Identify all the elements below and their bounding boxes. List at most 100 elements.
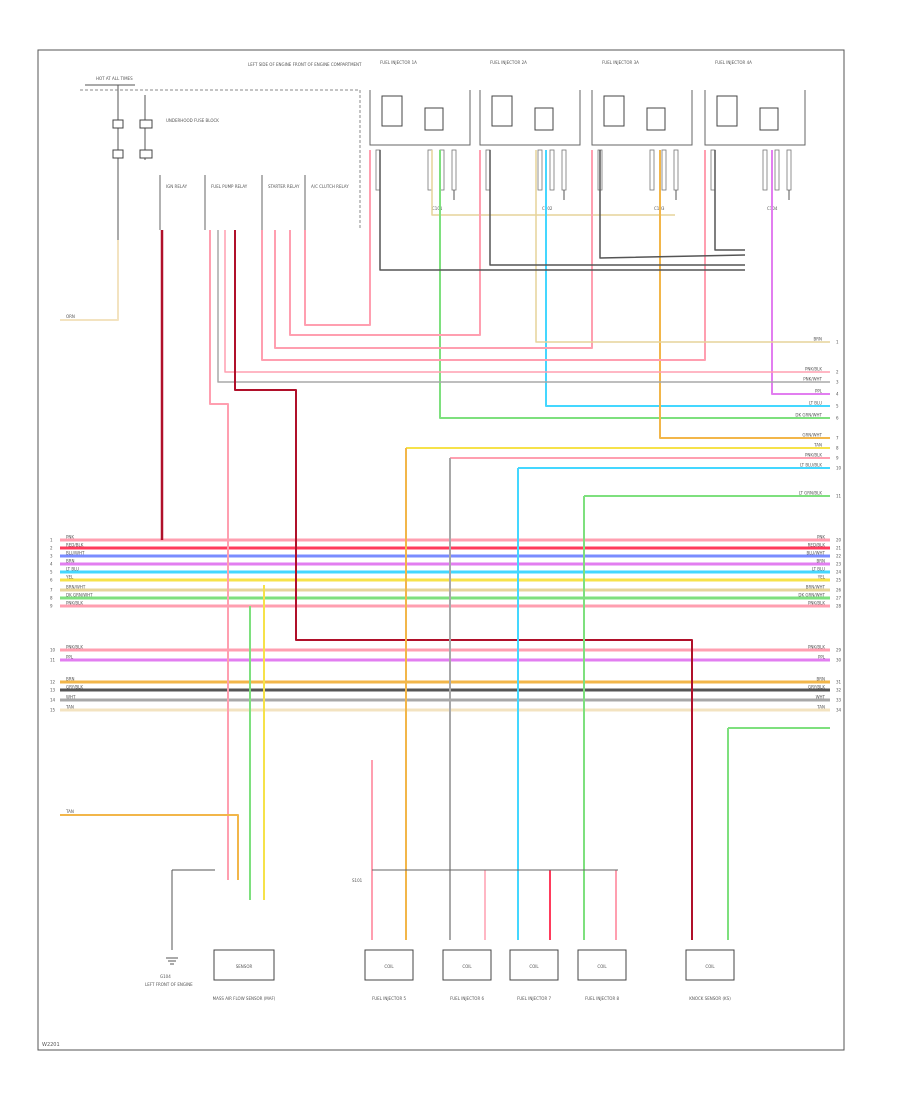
right-label-10: LT GRN/BLK — [799, 491, 823, 496]
bottom-module-label-3: COIL — [529, 964, 539, 969]
bus-label-right-3: BRN — [816, 559, 825, 564]
wire-mod3-orange — [659, 150, 830, 439]
bottom-module-1 — [364, 949, 414, 981]
bus-label-right-12: GRY/BLK — [808, 685, 825, 690]
right-label-3: PPL — [815, 389, 823, 394]
fuse-element-2 — [112, 119, 124, 129]
bus-label-left-7: DK GRN/WHT — [66, 593, 93, 598]
bus-label-right-10: PPL — [818, 655, 826, 660]
bus-pin-left-9: 10 — [50, 648, 56, 653]
bus-label-left-11: BRN — [66, 677, 75, 682]
bus-pin-left-12: 13 — [50, 688, 56, 693]
bus-label-left-3: BRN — [66, 559, 75, 564]
wire-harness-3 — [599, 150, 746, 259]
bus-label-right-1: RED/BLK — [808, 543, 826, 548]
bus-pin-left-7: 8 — [50, 596, 53, 601]
bus-label-left-0: PNK — [66, 535, 74, 540]
right-label-7: TAN — [813, 443, 822, 448]
bus-pin-right-6: 26 — [836, 588, 842, 593]
right-pin-10: 11 — [836, 494, 842, 499]
right-label-5: DK GRN/WHT — [795, 413, 822, 418]
bus-pin-right-5: 25 — [836, 578, 842, 583]
bottom-module-caption-4: FUEL INJECTOR 8 — [585, 996, 620, 1001]
bus-label-left-8: PNK/BLK — [66, 601, 83, 606]
top-module-coil-0 — [381, 95, 403, 127]
right-pin-9: 10 — [836, 466, 842, 471]
bottom-module-caption-1: FUEL INJECTOR 5 — [372, 996, 407, 1001]
right-pin-2: 3 — [836, 380, 839, 385]
bus-pin-right-14: 34 — [836, 708, 842, 713]
wire-harness-4 — [714, 150, 745, 251]
bus-label-left-13: WHT — [66, 695, 76, 700]
bus-pin-left-4: 5 — [50, 570, 53, 575]
bus-label-right-4: LT BLU — [812, 567, 825, 572]
top-module-coil-3 — [716, 95, 738, 127]
bus-pin-right-7: 27 — [836, 596, 842, 601]
bus-pin-right-2: 22 — [836, 554, 842, 559]
splice-label: S101 — [352, 878, 363, 883]
bottom-module-label-1: COIL — [384, 964, 394, 969]
bus-label-right-14: TAN — [816, 705, 825, 710]
bus-label-left-10: PPL — [66, 655, 74, 660]
bottom-module-caption-3: FUEL INJECTOR 7 — [517, 996, 552, 1001]
wire-mod1-green — [439, 150, 830, 419]
ground-symbol: G104 LEFT FRONT OF ENGINE — [145, 869, 215, 987]
bus-label-right-11: BRN — [816, 677, 825, 682]
fuse-block-title: HOT AT ALL TIMES — [96, 76, 133, 81]
bottom-module-4 — [577, 949, 627, 981]
bus-pin-left-6: 7 — [50, 588, 53, 593]
left-top-label: ORN — [66, 314, 75, 319]
bus-label-right-2: BLU/WHT — [807, 551, 826, 556]
top-module-switch-3 — [759, 107, 779, 131]
right-pin-8: 9 — [836, 456, 839, 461]
top-module-connector-0: C101 — [432, 206, 443, 211]
fuse-element-4 — [139, 149, 153, 159]
top-module-switch-2 — [646, 107, 666, 131]
bus-label-left-2: BLU/WHT — [66, 551, 85, 556]
bus-pin-left-13: 14 — [50, 698, 56, 703]
top-note: LEFT SIDE OF ENGINE FRONT OF ENGINE COMP… — [248, 62, 362, 67]
wire-mod4-violet — [771, 150, 830, 395]
bus-label-left-12: GRY/BLK — [66, 685, 83, 690]
bus-pin-left-14: 15 — [50, 708, 56, 713]
top-module-pin-3-1 — [762, 149, 768, 191]
top-module-title-0: FUEL INJECTOR 1A — [380, 60, 417, 65]
left-bottom-label: TAN — [65, 809, 74, 814]
right-label-2: PNK/WHT — [803, 377, 822, 382]
bus-pin-right-11: 31 — [836, 680, 842, 685]
wire-layer — [60, 150, 830, 940]
bottom-module-caption-0: MASS AIR FLOW SENSOR (MAF) — [213, 996, 276, 1001]
wire-relay-pink-2 — [224, 230, 830, 373]
bottom-module-3 — [509, 949, 559, 981]
top-module-pin-0-3 — [451, 149, 457, 191]
fuse-block-caption: UNDERHOOD FUSE BLOCK — [166, 118, 219, 123]
bottom-module-2 — [442, 949, 492, 981]
wire-harness-1 — [379, 150, 745, 271]
bus-pin-right-3: 23 — [836, 562, 842, 567]
wire-relay-gray — [217, 230, 830, 383]
right-pin-4: 5 — [836, 404, 839, 409]
right-pin-6: 7 — [836, 436, 839, 441]
bottom-module-caption-2: FUEL INJECTOR 6 — [450, 996, 485, 1001]
bottom-module-label-4: COIL — [597, 964, 607, 969]
ground-caption: LEFT FRONT OF ENGINE — [145, 982, 193, 987]
top-module-pin-1-3 — [561, 149, 567, 191]
top-module-pin-2-1 — [649, 149, 655, 191]
relay-label-3: A/C CLUTCH RELAY — [311, 184, 349, 189]
bus-pin-left-11: 12 — [50, 680, 56, 685]
right-label-8: PNK/BLK — [805, 453, 822, 458]
top-module-outline-2 — [591, 90, 693, 146]
bus-pin-left-3: 4 — [50, 562, 53, 567]
top-module-title-2: FUEL INJECTOR 3A — [602, 60, 639, 65]
right-pin-3: 4 — [836, 392, 839, 397]
bus-pin-right-10: 30 — [836, 658, 842, 663]
right-pin-0: 1 — [836, 340, 839, 345]
top-module-title-1: FUEL INJECTOR 2A — [490, 60, 527, 65]
bus-label-right-7: DK GRN/WHT — [798, 593, 825, 598]
